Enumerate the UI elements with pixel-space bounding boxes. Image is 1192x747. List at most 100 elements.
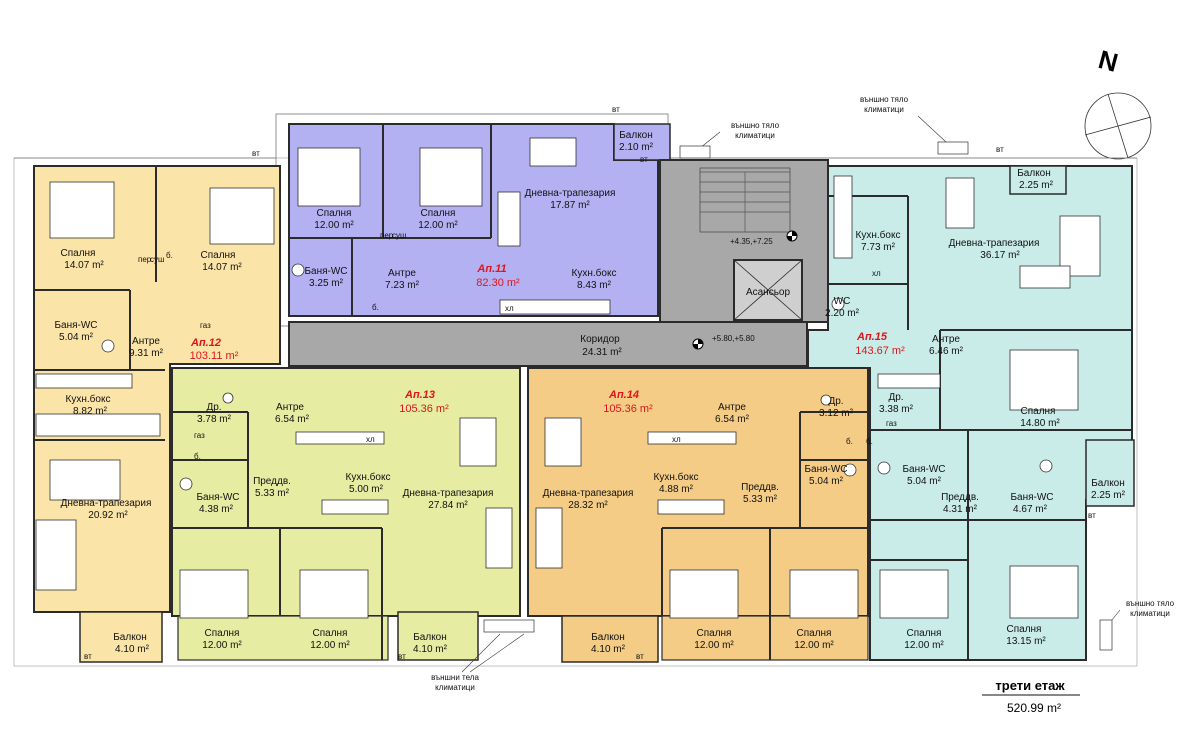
elevator-label: Асансьор [746,287,791,298]
sink-label-apt13: б. [194,452,201,461]
room-area: 3.12 m² [819,408,854,419]
room-area: 3.78 m² [197,414,232,425]
room-name: Преддв. [941,492,979,503]
stair-steps [699,167,791,233]
svg-text:143.67 m²: 143.67 m² [855,345,905,357]
corridor [288,321,808,367]
dryer-label-apt11: суш [392,231,406,240]
room-area: 13.15 m² [1006,636,1046,647]
room-name: Баня-WC [54,320,97,331]
apartment-14-balcony [561,615,659,663]
room-area: 12.00 m² [794,640,834,651]
room-name: Балкон [113,632,147,643]
north-arrow: N [1095,44,1121,78]
room-area: 4.10 m² [115,644,150,655]
room-area: 27.84 m² [428,500,468,511]
sink-label-apt12: б. [166,251,173,260]
floor-title-block: трети етаж 520.99 m² [982,678,1080,715]
room-name: Балкон [591,632,625,643]
room-name: Баня-WC [304,266,347,277]
gas-label-apt15: газ [886,419,897,428]
room-name: Баня-WC [196,492,239,503]
room-area: 17.87 m² [550,200,590,211]
room-name: Антре [388,268,416,279]
room-area: 12.00 m² [418,220,458,231]
gas-label-apt12: газ [200,321,211,330]
vt-label-5: вт [84,652,92,661]
room-name: Спалня [1007,624,1042,635]
svg-text:+5.80,+5.80: +5.80,+5.80 [712,334,755,343]
room-area: 28.32 m² [568,500,608,511]
room-area: 8.82 m² [73,406,108,417]
room-area: 7.23 m² [385,280,420,291]
room-name: Преддв. [741,482,779,493]
room-area: 14.07 m² [64,260,104,271]
ac-note-south: външни тела климатици [431,619,535,692]
room-name: Спалня [313,628,348,639]
apartment-15-balcony-right [1085,439,1135,507]
ac-note-east: външно тяло климатици [860,95,969,155]
apartment-13-balcony [397,611,479,661]
room-name: Спалня [317,208,352,219]
room-area: 2.25 m² [1019,180,1054,191]
compass-rose [1084,92,1152,160]
room-area: 5.33 m² [743,494,778,505]
washer-label-apt12: пер. [138,255,153,264]
apartment-label-15: Ап.15 143.67 m² [855,331,905,357]
room-name: Др. [828,396,843,407]
room-area: 20.92 m² [88,510,128,521]
room-name: Антре [132,336,160,347]
room-name: Кухн.бокс [654,471,699,483]
svg-text:Ап.11: Ап.11 [476,263,506,275]
room-area: 5.00 m² [349,484,384,495]
svg-text:Ап.14: Ап.14 [608,389,639,401]
washer-label-apt11: пер. [380,231,395,240]
vt-label-7: вт [636,652,644,661]
room-name: Спалня [907,628,942,639]
fridge-label-apt13: хл [366,435,375,444]
vt-label-3: вт [640,155,648,164]
apartment-15-balcony-top [1009,165,1067,195]
vt-label-2: вт [252,149,260,158]
room-area: 12.00 m² [314,220,354,231]
room-name: Балкон [619,130,653,141]
sanitary-fixtures [101,263,1053,491]
room-area: 4.67 m² [1013,504,1048,515]
svg-text:климатици: климатици [864,105,904,114]
room-area: 9.31 m² [129,348,164,359]
room-area: 6.54 m² [715,414,750,425]
room-area: 6.54 m² [275,414,310,425]
kitchen-counters [35,175,941,515]
vt-label-6: вт [398,652,406,661]
room-area: 12.00 m² [310,640,350,651]
room-name: Кухн.бокс [572,267,617,279]
room-area: 12.00 m² [694,640,734,651]
svg-text:външно тяло: външно тяло [1126,599,1175,608]
room-area: 4.31 m² [943,504,978,515]
room-name: Спалня [205,628,240,639]
sink-label-apt14: б. [846,437,853,446]
level-mark-stair: +4.35,+7.25 [730,230,798,246]
apartment-15-area [807,165,1133,661]
room-area: 5.04 m² [59,332,94,343]
room-name: Кухн.бокс [856,229,901,241]
room-area: 4.10 m² [591,644,626,655]
room-name: Дневна-трапезария [525,188,616,199]
room-area: 36.17 m² [980,250,1020,261]
room-name: Дневна-трапезария [543,488,634,499]
floor-area: 520.99 m² [1007,701,1061,715]
room-name: Антре [276,402,304,413]
apartment-12-area [33,165,281,613]
svg-text:Ап.13: Ап.13 [404,389,435,401]
room-area: 7.73 m² [861,242,896,253]
svg-text:външно тяло: външно тяло [860,95,909,104]
svg-text:105.36 m²: 105.36 m² [603,403,653,415]
floor-title: трети етаж [995,678,1065,693]
svg-text:+4.35,+7.25: +4.35,+7.25 [730,237,773,246]
room-name: Дневна-трапезария [949,238,1040,249]
room-name: Антре [718,402,746,413]
room-name: Дневна-трапезария [61,498,152,509]
interior-walls [34,124,1132,660]
room-name: Спалня [61,248,96,259]
apartment-label-13: Ап.13 105.36 m² [399,389,449,415]
